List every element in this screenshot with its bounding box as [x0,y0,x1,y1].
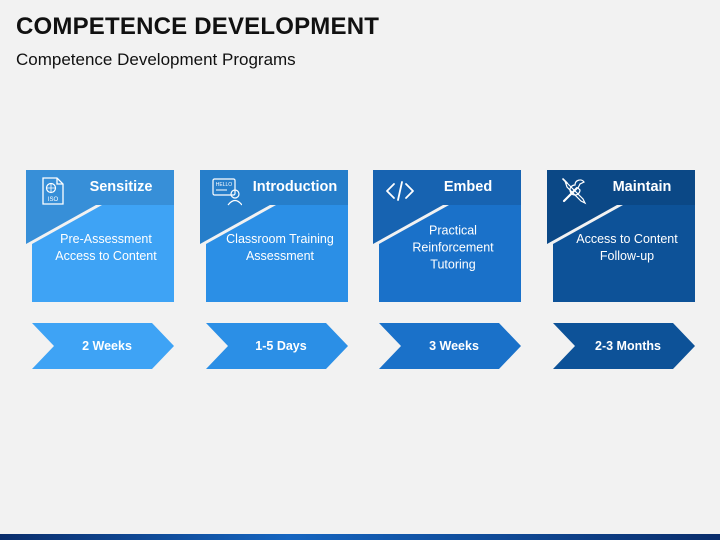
wrench-screwdriver-icon [562,178,587,205]
iso-document-icon: ISO [42,177,64,205]
step-card-maintain: Maintain Access to Content Follow-up [547,170,701,302]
duration-arrow-embed: 3 Weeks [379,323,521,369]
page-title: COMPETENCE DEVELOPMENT [16,13,380,40]
step-line: Access to Content [55,249,157,263]
duration-arrow-maintain: 2-3 Months [553,323,695,369]
step-card-embed: Embed Practical Reinforcement Tutoring [373,170,527,302]
step-card-sensitize: ISO Sensitize Pre-Assessment Access to C… [26,170,180,302]
hello-icon-label: HELLO [216,182,233,188]
duration-arrow-introduction: 1-5 Days [206,323,348,369]
step-description: Practical Reinforcement Tutoring [379,223,527,274]
hello-badge-user-icon: HELLO [212,178,242,206]
iso-icon-label: ISO [48,197,59,203]
code-brackets-icon [386,181,414,201]
step-line: Practical [429,223,477,238]
page-subtitle: Competence Development Programs [16,50,296,69]
step-heading: Embed [443,179,493,195]
step-description: Classroom Training Assessment [206,231,354,265]
step-line: Assessment [245,249,315,263]
duration-arrow-sensitize: 2 Weeks [32,323,174,369]
step-line: Follow-up [599,249,655,263]
step-heading: Introduction [252,179,338,195]
step-line: Access to Content [576,232,678,246]
step-line: Pre-Assessment [60,232,152,246]
footer-bar [0,534,720,540]
step-heading: Maintain [612,179,672,195]
step-line: Tutoring [430,257,476,272]
step-description: Pre-Assessment Access to Content [32,231,180,265]
step-line: Reinforcement [412,240,494,255]
step-line: Classroom Training [226,232,334,246]
step-description: Access to Content Follow-up [553,231,701,265]
step-heading: Sensitize [89,179,153,195]
step-card-introduction: HELLO Introduction Classroom Training As… [200,170,354,302]
